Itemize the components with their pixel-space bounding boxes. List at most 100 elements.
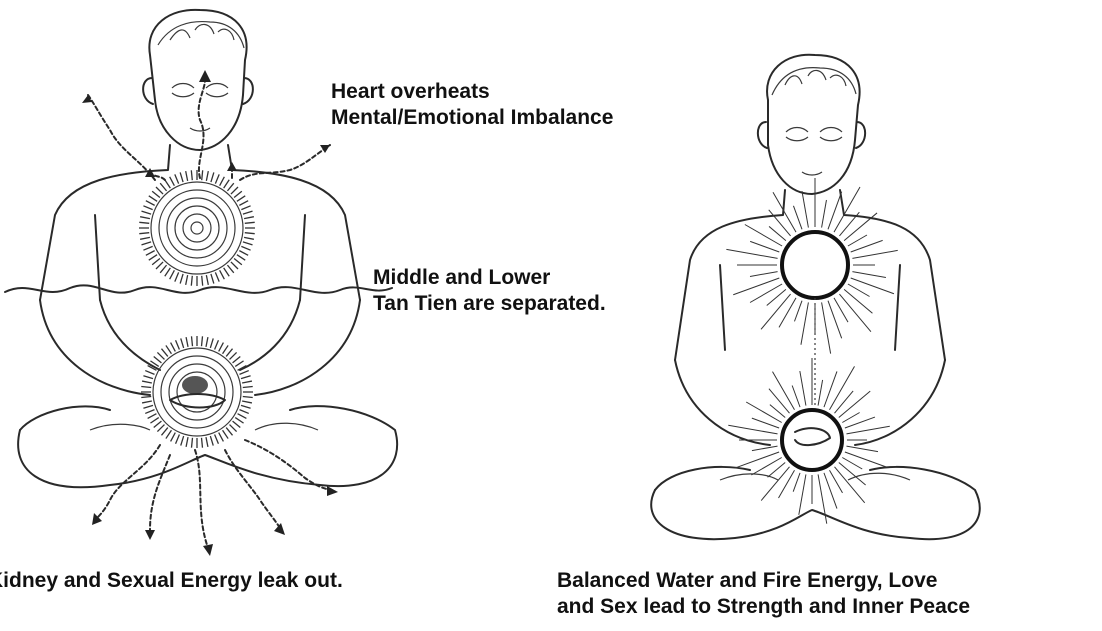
heart-ray [241, 246, 250, 250]
heart-ray [243, 242, 253, 245]
lower-ray [154, 421, 162, 427]
lower-ray [148, 414, 157, 419]
heart-ray [848, 235, 867, 246]
lower-ray [230, 425, 237, 432]
heart-ray [202, 276, 203, 286]
lower-ray [799, 474, 806, 514]
lower-ray [242, 401, 252, 403]
lower-ray [846, 426, 889, 434]
heart-ray [839, 294, 870, 332]
heart-ray [220, 177, 225, 186]
lower-ray [226, 428, 232, 436]
lower-ray [181, 436, 184, 446]
lower-ray [241, 376, 251, 379]
heart-ray [852, 250, 897, 258]
heart-ray [224, 180, 230, 188]
lower-ray [792, 385, 800, 407]
heart-ray [726, 249, 777, 258]
lower-ray [824, 371, 837, 407]
lower-ray [770, 405, 785, 418]
heart-ray [227, 183, 233, 191]
heart-ray [165, 268, 171, 276]
heart-ray [750, 272, 778, 277]
heart-ray [220, 270, 225, 279]
heart-ray [186, 275, 188, 285]
heart-ray [794, 301, 802, 322]
heart-ray [227, 265, 233, 273]
lower-ray [793, 473, 800, 492]
lower-ray [161, 428, 167, 436]
heart-ray [175, 272, 179, 281]
heart-ray [215, 272, 219, 281]
heart-ray [141, 211, 151, 214]
heart-ray [202, 170, 203, 180]
heart-ray [750, 241, 779, 252]
lower-ray [143, 405, 153, 408]
heart-ray [140, 237, 150, 239]
annotation-heart-overheats: Heart overheats Mental/Emotional Imbalan… [331, 79, 613, 130]
lower-ray [242, 381, 252, 383]
annotation-line-1: Middle and Lower [373, 265, 606, 291]
lower-ray [219, 343, 224, 352]
lower-ray [143, 376, 153, 379]
heart-ray [139, 222, 149, 223]
heart-ray [141, 242, 151, 245]
heart-ray [243, 211, 253, 214]
heart-ray [834, 187, 860, 232]
heart-ray [244, 217, 254, 219]
lower-ray [186, 337, 188, 347]
right-meditating-figure [651, 55, 980, 539]
lower-ray [142, 401, 152, 403]
lower-ray [233, 356, 241, 362]
heart-ray [170, 270, 175, 279]
heart-ray [241, 206, 250, 210]
heart-ray [224, 268, 230, 276]
lower-ray [243, 387, 253, 388]
heart-ray [206, 171, 208, 181]
lower-ray [215, 434, 219, 443]
lower-ray [834, 391, 853, 413]
upward-leak-arrows [82, 70, 330, 180]
heart-ray [851, 278, 894, 294]
heart-ray [152, 258, 160, 264]
heart-ray [828, 301, 842, 339]
heart-ray [149, 196, 157, 202]
lower-ray [226, 349, 232, 357]
lower-ray [241, 405, 251, 408]
lower-ray [186, 437, 188, 447]
lower-ray [818, 380, 823, 406]
lower-ray [752, 418, 779, 428]
lower-ray [834, 467, 864, 503]
heart-center-spiral [139, 170, 255, 286]
annotation-line-1: Heart overheats [331, 79, 613, 105]
heart-ray [231, 262, 238, 269]
lower-ray [210, 338, 213, 348]
heart-ray [822, 302, 831, 353]
lower-ray [752, 446, 778, 451]
lower-ray [735, 452, 779, 468]
heart-ray [175, 174, 179, 183]
lower-ray [761, 467, 789, 501]
lower-ray [171, 343, 176, 352]
lower-ray [800, 371, 806, 405]
balanced-heart-ring [726, 178, 897, 354]
heart-ray [156, 262, 163, 269]
lower-ray [842, 413, 859, 423]
heart-ray [139, 233, 149, 234]
lower-ray [219, 433, 224, 442]
heart-ray [160, 183, 166, 191]
lower-ray [223, 430, 229, 438]
heart-ray [211, 172, 214, 182]
heart-ray [245, 233, 255, 234]
heart-ray [180, 172, 183, 182]
heart-ray [822, 200, 827, 228]
heart-ray [237, 196, 245, 202]
heart-ray [234, 258, 242, 264]
lower-ray [230, 352, 237, 359]
heart-ray [231, 187, 238, 194]
heart-ray [140, 217, 150, 219]
heart-ray [852, 272, 885, 278]
heart-ray [180, 274, 183, 284]
lower-ray [206, 437, 208, 447]
heart-ray [170, 177, 175, 186]
